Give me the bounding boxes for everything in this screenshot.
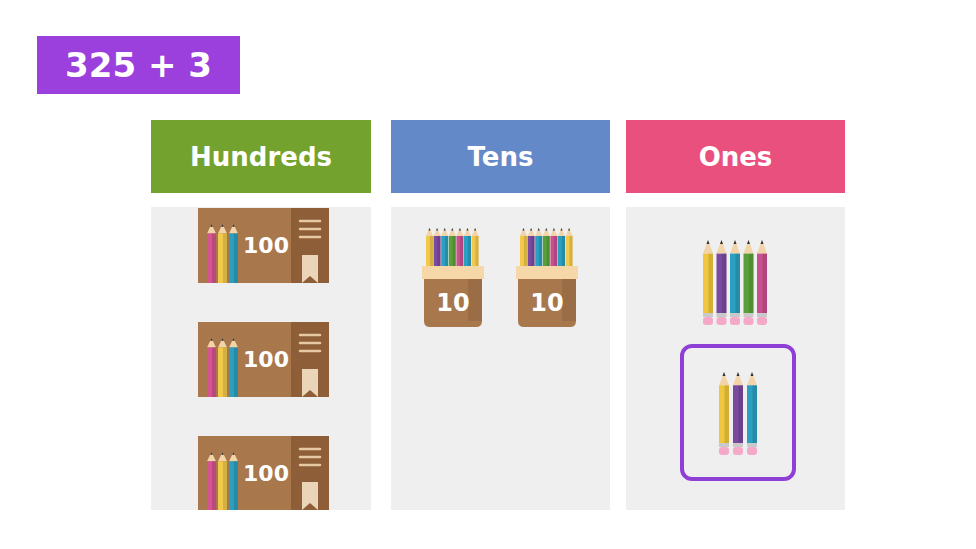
quantity-label: 100: [243, 461, 289, 486]
quantity-label: 10: [530, 289, 563, 317]
ten-box: 10: [422, 228, 484, 327]
header-text: Ones: [699, 142, 773, 172]
quantity-label: 10: [436, 289, 469, 317]
hundreds-panel: [151, 207, 371, 510]
highlight-box: [682, 346, 794, 479]
hundred-box: 100: [198, 436, 329, 510]
column-header: Hundreds: [151, 120, 371, 193]
ones-panel: [626, 207, 845, 510]
ten-box: 10: [516, 228, 578, 327]
header-text: Tens: [468, 142, 534, 172]
quantity-label: 100: [243, 233, 289, 258]
column-header: Tens: [391, 120, 610, 193]
tens-panel: [391, 207, 610, 510]
header-text: Hundreds: [190, 142, 332, 172]
hundred-box: 100: [198, 208, 329, 283]
title-text: 325 + 3: [65, 45, 212, 85]
column-header: Ones: [626, 120, 845, 193]
title-box: 325 + 3: [37, 36, 240, 94]
quantity-label: 100: [243, 347, 289, 372]
hundred-box: 100: [198, 322, 329, 397]
